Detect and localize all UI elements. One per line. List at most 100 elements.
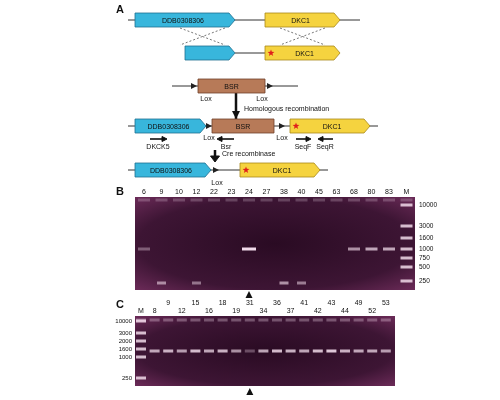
node-shape [265, 13, 340, 27]
gel-band [242, 248, 256, 251]
lane-number: 9 [166, 299, 170, 306]
gel-band [258, 319, 268, 322]
primer-arrow [296, 138, 307, 140]
gene-name: DKC1 [295, 50, 314, 57]
lane-number: 23 [228, 188, 236, 195]
gel-band [190, 319, 200, 322]
ladder-size: 10000 [419, 202, 437, 209]
gel-band [191, 199, 203, 202]
gel-band [331, 199, 343, 202]
backbone-line [235, 53, 265, 54]
primer-arrow [318, 137, 323, 142]
gel-band [173, 199, 185, 202]
lane-number: 9 [160, 188, 164, 195]
lane-number: 27 [263, 188, 271, 195]
gel-band [136, 348, 146, 351]
primer-arrow [221, 138, 234, 140]
node-shape [265, 46, 340, 60]
gel-band [231, 319, 241, 322]
crossover [180, 28, 325, 45]
gel-band [296, 199, 308, 202]
gel-band [313, 199, 325, 202]
lane-number: 53 [382, 299, 390, 306]
lane-number: 63 [333, 188, 341, 195]
gel-band [383, 248, 395, 251]
gel-band [218, 350, 228, 353]
node-shape [212, 119, 274, 133]
gene-name: DDB0308306 [150, 167, 192, 174]
crossover-line [180, 28, 225, 45]
node-shape [198, 79, 265, 93]
gel-band [401, 199, 413, 202]
gel-band [401, 204, 413, 207]
gel-band [367, 319, 377, 322]
primer-arrow [150, 138, 163, 140]
gel-band [340, 350, 350, 353]
gene-name: BSR [224, 83, 238, 90]
gel-band [136, 356, 146, 359]
cre-arrow [211, 150, 220, 162]
ladder-size: 500 [419, 264, 430, 271]
gel-band [272, 350, 282, 353]
lane-number: 44 [341, 307, 349, 314]
gel-band [150, 350, 160, 353]
lane-number: 6 [142, 188, 146, 195]
lox-symbol [206, 123, 212, 129]
gene-box: DKC1 [265, 13, 340, 27]
gene-name: BSR [236, 123, 250, 130]
node-shape [135, 163, 211, 177]
gene-name: DKC1 [273, 167, 292, 174]
gene-name: DDB0308306 [147, 123, 189, 130]
gel-band [177, 319, 187, 322]
lane-number: 38 [280, 188, 288, 195]
gel-band [218, 319, 228, 322]
ladder-size: 1600 [419, 235, 433, 242]
crossover-line [280, 28, 325, 45]
gel-band [177, 350, 187, 353]
mutation-star [268, 49, 275, 56]
lane-number: 52 [368, 307, 376, 314]
node-shape [240, 163, 320, 177]
lane-number: 24 [245, 188, 253, 195]
lane-number: 16 [205, 307, 213, 314]
gel-band [313, 350, 323, 353]
gel-band [326, 350, 336, 353]
gel-band [278, 199, 290, 202]
gel-band [136, 320, 146, 323]
gene-fragment [185, 46, 235, 60]
lane-number: 34 [259, 307, 267, 314]
gel-band [258, 350, 268, 353]
mutation-star [293, 122, 300, 129]
lox-label: Lox [276, 134, 287, 141]
gel-band [136, 377, 146, 380]
lox-symbol [213, 167, 219, 173]
lane-number: 45 [315, 188, 323, 195]
gel-band [204, 319, 214, 322]
ladder-size: 250 [419, 278, 430, 285]
lane-number: 41 [300, 299, 308, 306]
gel-band [381, 319, 391, 322]
ladder-size: 2000 [119, 338, 132, 344]
primer-label: SeqR [316, 143, 334, 150]
node-shape [290, 119, 370, 133]
lane-number: 8 [153, 307, 157, 314]
gene-box: DKC1 [290, 119, 370, 133]
gel-band [366, 248, 378, 251]
gel-band [299, 350, 309, 353]
lane-number: 31 [246, 299, 254, 306]
gel-band [208, 199, 220, 202]
gel-band [280, 282, 289, 285]
gel-band [299, 319, 309, 322]
gel-band [348, 199, 360, 202]
lox-label: Lox [211, 179, 222, 186]
primers [150, 137, 333, 142]
gel-band [136, 332, 146, 335]
lane-number: 18 [219, 299, 227, 306]
lox-symbol [267, 83, 273, 89]
gel-band [340, 319, 350, 322]
lane-number: 22 [210, 188, 218, 195]
primer-label: Bsr [221, 143, 232, 150]
gel-band [245, 350, 255, 353]
